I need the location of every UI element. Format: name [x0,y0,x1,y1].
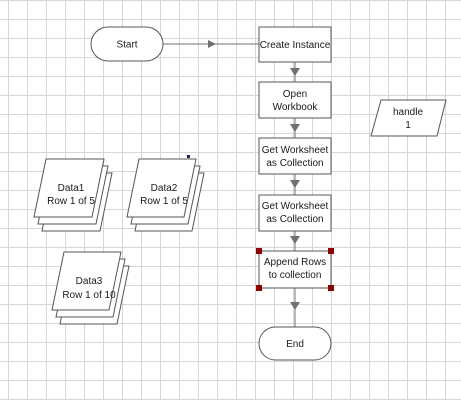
collection-data2[interactable]: Data2 Row 1 of 5 [126,155,205,232]
open-workbook-label-line1: Open [283,89,307,100]
append-rows-label-line2: to collection [269,270,322,281]
get-worksheet-1-label-line1: Get Worksheet [262,145,329,156]
data2-marker-icon [187,155,190,158]
data1-name: Data1 [58,183,85,194]
connector-open-to-getws1[interactable] [290,118,300,138]
append-rows-label-line1: Append Rows [264,257,326,268]
collection-data1[interactable]: Data1 Row 1 of 5 [33,158,113,232]
handle-label-line1: handle [393,107,423,118]
selection-handle-top-right[interactable] [328,248,334,254]
create-instance-label: Create Instance [260,40,331,51]
connector-append-to-end[interactable] [290,288,300,327]
connector-getws2-to-append[interactable] [290,231,300,251]
data3-rows: Row 1 of 10 [62,290,116,301]
get-worksheet-1-label-line2: as Collection [266,158,323,169]
selection-handle-bottom-right[interactable] [328,285,334,291]
handle-label-line2: 1 [405,120,411,131]
get-worksheet-2-label-line2: as Collection [266,214,323,225]
selection-handle-top-left[interactable] [256,248,262,254]
data2-rows: Row 1 of 5 [140,196,188,207]
connector-create-to-open[interactable] [290,62,300,82]
handle-data-item[interactable]: handle 1 [370,99,447,137]
open-workbook-action[interactable]: Open Workbook [258,81,332,119]
data2-name: Data2 [151,183,178,194]
data3-name: Data3 [76,276,103,287]
data1-rows: Row 1 of 5 [47,196,95,207]
end-node[interactable]: End [258,326,332,361]
open-workbook-label-line2: Workbook [273,102,319,113]
connectors [163,40,300,327]
selection-handle-bottom-left[interactable] [256,285,262,291]
get-worksheet-action-2[interactable]: Get Worksheet as Collection [258,194,332,232]
connector-start-to-create[interactable] [163,40,259,48]
create-instance-action[interactable]: Create Instance [258,26,332,63]
start-label: Start [116,40,137,51]
get-worksheet-2-label-line1: Get Worksheet [262,201,329,212]
get-worksheet-action-1[interactable]: Get Worksheet as Collection [258,137,332,175]
append-rows-action[interactable]: Append Rows to collection [256,248,334,291]
collection-data3[interactable]: Data3 Row 1 of 10 [51,251,130,325]
end-label: End [286,339,304,350]
start-node[interactable]: Start [90,26,164,62]
connector-getws1-to-getws2[interactable] [290,174,300,195]
